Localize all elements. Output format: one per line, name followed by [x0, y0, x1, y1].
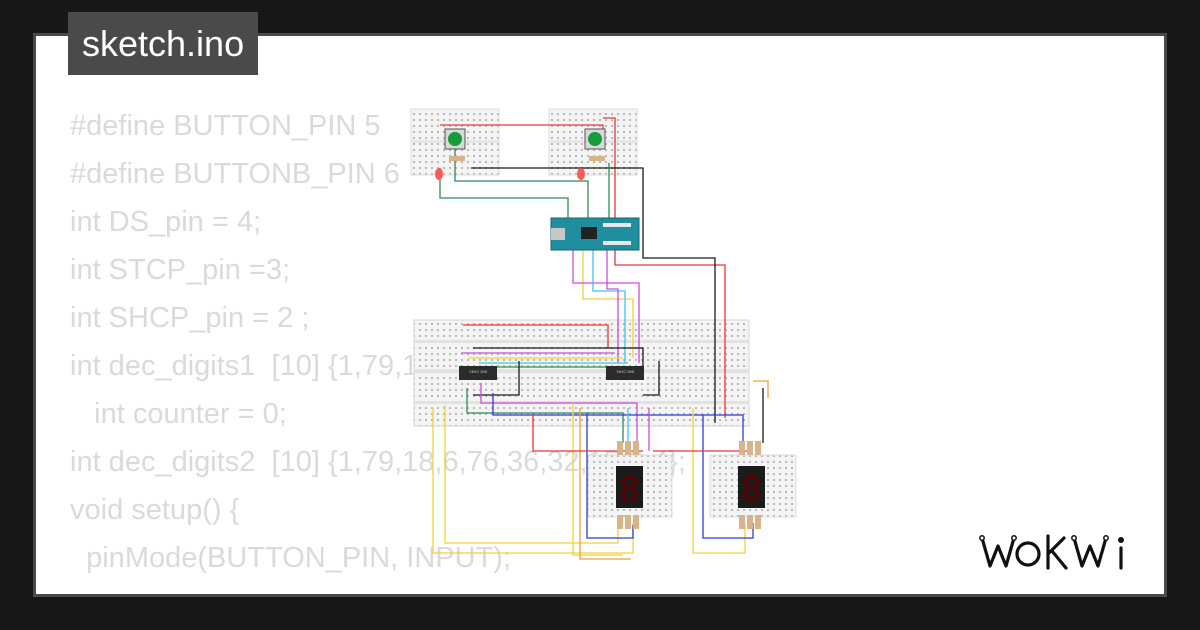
shift-register-2: 74HC 595 [606, 366, 644, 380]
resistor-bank-left-bottom [617, 515, 639, 529]
push-button-a[interactable] [444, 128, 466, 150]
led-red-b [577, 168, 585, 180]
sketch-filename-badge: sketch.ino [68, 12, 259, 75]
code-background: #define BUTTON_PIN 5 #define BUTTONB_PIN … [70, 102, 686, 594]
code-line: pinMode(BUTTON_PIN, INPUT); [70, 542, 512, 574]
push-button-b[interactable] [584, 128, 606, 150]
code-line: int DS_pin = 4; [70, 206, 262, 238]
seven-segment-display-2: 8 [738, 466, 765, 510]
code-line: void setup() { [70, 494, 240, 526]
chip-label-1: 74HC 595 [469, 369, 488, 374]
preview-card: #define BUTTON_PIN 5 #define BUTTONB_PIN … [33, 33, 1167, 597]
code-line: #define BUTTONB_PIN 6 [70, 158, 400, 190]
button-resistor-b [589, 156, 605, 161]
code-line: int counter = 0; [70, 398, 287, 430]
led-red-a [435, 168, 443, 180]
arduino-nano [550, 217, 640, 251]
button-resistor-a [449, 156, 465, 161]
shift-register-1: 74HC 595 [459, 366, 497, 380]
code-line: int SHCP_pin = 2 ; [70, 302, 310, 334]
resistor-bank-right-top [739, 441, 761, 455]
resistor-bank-right-bottom [739, 515, 761, 529]
seven-segment-display-1: 8 [616, 466, 643, 510]
display-digit-1: 8 [619, 470, 639, 510]
code-line: pinMode(BUTTONB_PIN, INPUT); [70, 582, 686, 594]
chip-label-2: 74HC 595 [616, 369, 635, 374]
resistor-bank-left-top [617, 441, 639, 455]
display-digit-2: 8 [741, 470, 761, 510]
code-line: int STCP_pin =3; [70, 254, 291, 286]
code-line: #define BUTTON_PIN 5 [70, 110, 381, 142]
wokwi-logo [979, 534, 1124, 570]
circuit-diagram: 74HC 595 74HC 595 8 8 [410, 108, 797, 560]
